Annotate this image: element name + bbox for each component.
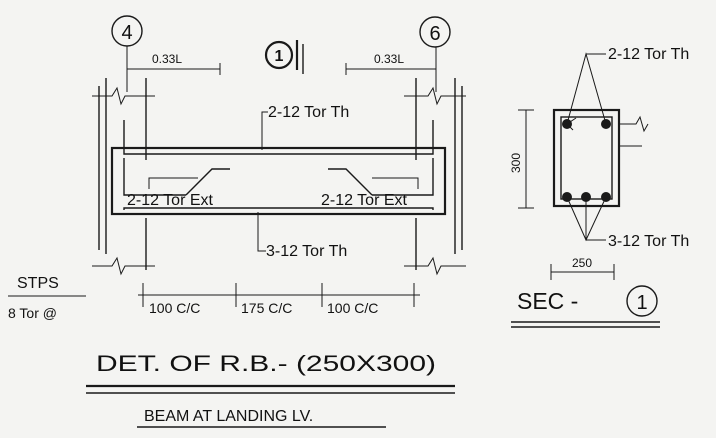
label-extra-left: 2-12 Tor Ext xyxy=(127,177,214,209)
section-title: SEC - 1 xyxy=(511,285,660,328)
section-cut-mark: 1 xyxy=(264,40,304,74)
svg-text:3-12 Tor Th: 3-12 Tor Th xyxy=(608,233,689,250)
svg-text:250: 250 xyxy=(572,256,592,270)
svg-text:2-12 Tor Th: 2-12 Tor Th xyxy=(268,104,349,121)
svg-text:2-12 Tor Ext: 2-12 Tor Ext xyxy=(321,192,408,209)
svg-text:2-12 Tor Ext: 2-12 Tor Ext xyxy=(127,192,214,209)
svg-text:0.33L: 0.33L xyxy=(152,52,182,66)
svg-text:0.33L: 0.33L xyxy=(374,52,404,66)
dimension-right-033l: 0.33L xyxy=(345,47,437,92)
cross-section xyxy=(552,108,649,208)
svg-text:BEAM AT LANDING LV.: BEAM AT LANDING LV. xyxy=(144,408,313,425)
svg-text:4: 4 xyxy=(121,22,132,44)
right-support xyxy=(404,78,466,276)
svg-text:3-12 Tor Th: 3-12 Tor Th xyxy=(266,243,347,260)
grid-marker-right: 6 xyxy=(419,16,451,48)
svg-text:DET. OF R.B.- (250X300): DET. OF R.B.- (250X300) xyxy=(96,351,436,376)
svg-text:6: 6 xyxy=(429,23,440,45)
label-extra-right: 2-12 Tor Ext xyxy=(321,177,419,209)
section-width-dimension: 250 xyxy=(550,256,615,280)
drawing-subtitle: BEAM AT LANDING LV. xyxy=(137,408,386,428)
svg-text:SEC -: SEC - xyxy=(517,288,578,314)
grid-marker-left: 4 xyxy=(111,15,143,47)
section-leader-bottom: 3-12 Tor Th xyxy=(566,196,689,250)
drawing-title: DET. OF R.B.- (250X300) xyxy=(86,351,455,394)
svg-text:2-12 Tor Th: 2-12 Tor Th xyxy=(608,46,689,63)
section-leader-top: 2-12 Tor Th xyxy=(566,46,689,125)
section-depth-dimension: 300 xyxy=(509,109,534,209)
svg-text:175 C/C: 175 C/C xyxy=(241,300,292,316)
svg-text:100 C/C: 100 C/C xyxy=(327,300,378,316)
svg-text:300: 300 xyxy=(509,153,523,173)
svg-text:1: 1 xyxy=(636,292,647,314)
svg-text:STPS: STPS xyxy=(17,275,59,292)
dimension-left-033l: 0.33L xyxy=(126,46,221,92)
beam-elevation xyxy=(110,120,447,216)
stirrup-note: STPS 8 Tor @ xyxy=(8,275,86,321)
svg-text:8 Tor @: 8 Tor @ xyxy=(8,305,57,321)
label-bottom-bar: 3-12 Tor Th xyxy=(257,212,347,260)
left-support xyxy=(92,78,155,276)
stirrup-spacing-dimension: 100 C/C 175 C/C 100 C/C xyxy=(138,283,420,316)
svg-text:100 C/C: 100 C/C xyxy=(149,300,200,316)
svg-text:1: 1 xyxy=(275,48,284,65)
label-top-bar: 2-12 Tor Th xyxy=(261,104,349,150)
